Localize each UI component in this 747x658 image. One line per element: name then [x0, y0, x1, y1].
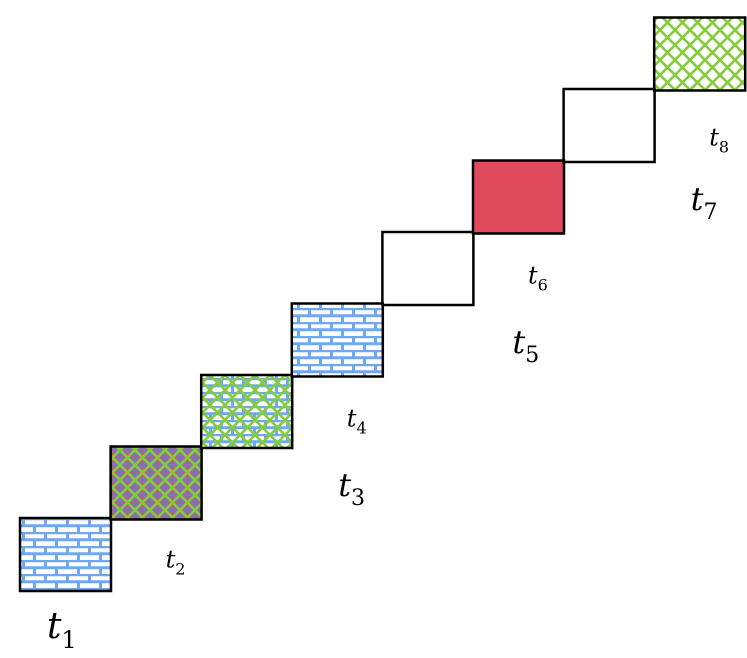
block-t4-brick-fill [291, 303, 383, 377]
block-t7-outline [562, 87, 656, 164]
label-t1: t1 [47, 606, 77, 653]
block-t2 [109, 445, 203, 521]
block-t1-outline [18, 516, 113, 593]
block-t5-outline [381, 230, 475, 307]
block-t3 [199, 373, 294, 450]
block-t6 [471, 159, 566, 235]
label-t7: t7 [691, 180, 718, 225]
block-t4-outline [290, 302, 385, 378]
block-t1-brick-fill [20, 518, 111, 591]
label-t4: t4 [347, 405, 367, 438]
block-t2-lattice-fill [110, 446, 202, 520]
block-t7 [562, 87, 656, 164]
block-t8-outline [652, 16, 747, 92]
block-t2-outline [109, 445, 203, 521]
block-t8 [652, 16, 747, 92]
label-t8: t8 [709, 124, 729, 157]
label-t5: t5 [512, 323, 539, 368]
block-t6-outline [471, 159, 566, 235]
block-t5 [381, 230, 475, 307]
block-t6-red-fill [473, 160, 564, 234]
block-t1 [18, 516, 113, 593]
label-t6: t6 [528, 262, 548, 295]
block-t8-lattice-fill [654, 17, 746, 91]
block-t4 [290, 302, 385, 378]
block-t3-lattice-fill [201, 375, 293, 448]
block-t3-outline [199, 373, 294, 450]
label-t3: t3 [338, 466, 365, 511]
label-t2: t2 [166, 546, 186, 579]
